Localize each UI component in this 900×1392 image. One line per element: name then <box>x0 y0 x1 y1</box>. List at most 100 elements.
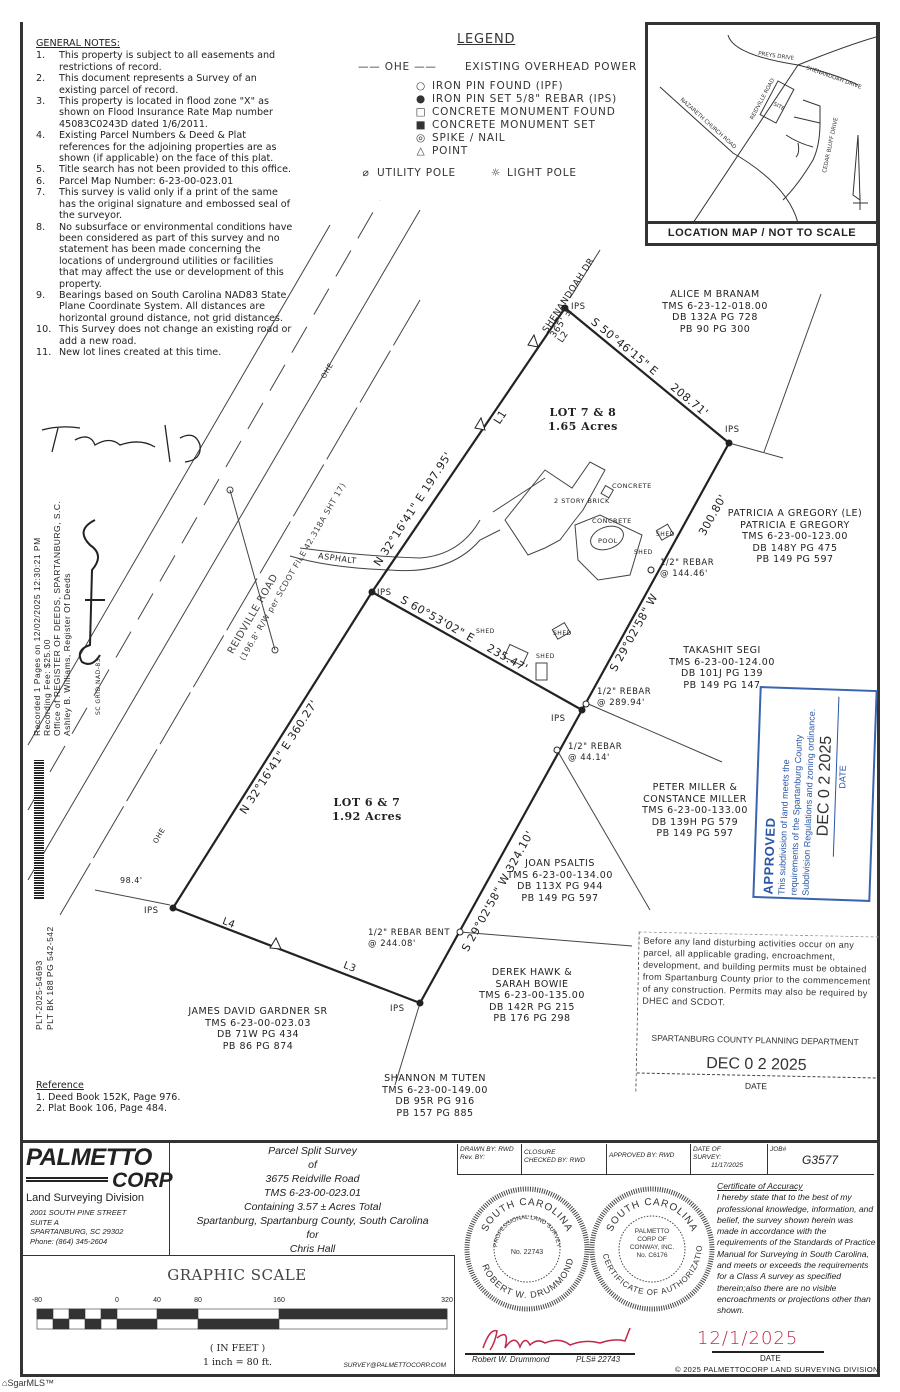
surveyor-name: Robert W. Drummond <box>472 1355 550 1364</box>
legend-item: ☼LIGHT POLE <box>485 167 577 179</box>
ips-label: IPS <box>144 906 159 916</box>
planning-dept: SPARTANBURG COUNTY PLANNING DEPARTMENT <box>651 1032 859 1048</box>
seal-number: No. 22743 <box>511 1249 543 1256</box>
iron-pin-set-icon <box>368 588 376 596</box>
owner-record: DB 95R PG 916 <box>395 1096 475 1107</box>
planning-date-label: DATE <box>744 1080 768 1092</box>
note-item: 8.No subsurface or environmental conditi… <box>36 221 293 290</box>
note-item: 4.Existing Parcel Numbers & Deed & Plat … <box>36 130 277 165</box>
approved-by-cell: APPROVED BY: RWD <box>607 1144 691 1174</box>
owner-record: TMS 6-23-00-123.00 <box>742 531 848 542</box>
company-logo: PALMETTO <box>26 1144 152 1171</box>
owner-record: DB 132A PG 728 <box>672 312 758 323</box>
note-item: 3.This property is located in flood zone… <box>36 96 273 130</box>
shed-label: SHED <box>553 630 572 637</box>
map-label-site: SITE <box>772 101 786 112</box>
seal2-center-text: PALMETTO <box>635 1228 669 1235</box>
date-of-survey-cell: DATE OF SURVEY:11/17/2025 <box>691 1144 768 1174</box>
owner-name: DEREK HAWK & <box>491 967 573 978</box>
location-map-roads: PREYS DRIVE SHENANDOAH DRIVE REIDVILLE R… <box>659 34 876 223</box>
ips-label: IPS <box>390 1004 405 1014</box>
company-division: Land Surveying Division <box>26 1192 145 1204</box>
legend-symbol-icon: ■ <box>415 119 427 131</box>
iron-pin-found-icon <box>647 566 655 574</box>
seal2-center-text: No. C6176 <box>636 1252 667 1259</box>
owner-name: JOAN PSALTIS <box>525 858 595 869</box>
owner-record: DB 148Y PG 475 <box>752 542 838 554</box>
boundary-west-upper <box>371 307 566 593</box>
adjoining-line <box>394 1002 421 1086</box>
concrete-pad-outline <box>574 514 643 581</box>
iron-pin-found-icon <box>582 700 590 708</box>
owner-record: DB 71W PG 434 <box>216 1029 300 1040</box>
planning-text: Before any land disturbing activities oc… <box>642 935 871 1008</box>
svg-text:ROBERT W. DRUMMOND: ROBERT W. DRUMMOND <box>480 1256 575 1300</box>
overhead-power-line <box>59 299 421 916</box>
signature-date-label: DATE <box>760 1354 781 1363</box>
legend-symbol-icon: ☼ <box>490 167 502 179</box>
scale-tick-label: 160 <box>273 1297 285 1304</box>
note-item: 11.New lot lines created at this time. <box>36 346 222 358</box>
concrete-label: CONCRETE <box>612 482 652 490</box>
reference-item: 2. Plat Book 106, Page 484. <box>36 1103 168 1114</box>
note-item: 2.This document represents a Survey of a… <box>36 73 257 96</box>
legend-symbol-icon: △ <box>416 145 426 157</box>
boundary-lot-split <box>371 591 583 711</box>
guy-wire-line <box>229 489 276 651</box>
rebar-label: 1/2" REBAR@ 144.46' <box>660 558 715 579</box>
shed-outline <box>503 643 529 667</box>
iron-pin-set-icon <box>578 706 586 714</box>
boundary-west-lower <box>172 591 373 909</box>
drawing-frame <box>20 22 880 1377</box>
location-map-caption: LOCATION MAP / NOT TO SCALE <box>648 221 876 243</box>
adjoining-line <box>585 702 723 763</box>
offset-distance-label: 98.4' <box>120 876 143 885</box>
owner-record: PB 149 PG 597 <box>756 554 834 565</box>
boundary-east-lower <box>419 709 583 1004</box>
road-right-of-way-line <box>27 209 421 881</box>
shed-label: SHED <box>476 628 495 635</box>
owner-record: TMS 6-23-00-134.00 <box>507 869 613 881</box>
seal-name-text: ROBERT W. DRUMMOND <box>480 1256 574 1300</box>
owner-record: PB 149 PG 597 <box>656 828 734 839</box>
owner-record: PB 176 PG 298 <box>493 1013 571 1024</box>
surveyor-seals: SOUTH CAROLINA PROFESSIONAL LAND SURVEYO… <box>462 1183 715 1312</box>
shed-outline <box>535 662 548 681</box>
adjoining-line <box>763 293 822 453</box>
certificate-title: Certificate of Accuracy <box>717 1181 803 1191</box>
general-notes: GENERAL NOTES: 1.This property is subjec… <box>36 38 294 358</box>
scale-tick-label: 40 <box>153 1297 161 1304</box>
barcode <box>34 760 44 900</box>
shed-label: SHED <box>536 653 555 660</box>
surveyor-signature <box>482 1327 631 1351</box>
owner-record: TMS 6-23-00-124.00 <box>669 656 775 668</box>
ips-label: IPS <box>571 302 586 312</box>
certificate-of-accuracy: Certificate of Accuracy I hereby state t… <box>717 1181 877 1317</box>
concrete-monument-icon <box>600 484 615 499</box>
legend-item: □CONCRETE MONUMENT FOUND <box>410 106 616 118</box>
road-edge-line <box>27 224 331 746</box>
company-logo-corp: CORP <box>112 1169 173 1192</box>
owner-record: DB 113X PG 944 <box>517 881 603 892</box>
shed-outline <box>655 523 674 541</box>
legend-symbol-icon: ⌀ <box>362 167 370 179</box>
legend-symbol-icon: ◎ <box>416 132 426 144</box>
plat-book-page: PLT BK 188 PG 542-542 <box>45 926 55 1030</box>
recording-line: Office of REGISTER OF DEEDS, SPARTANBURG… <box>52 500 62 736</box>
house-outline <box>504 461 606 556</box>
owner-name: SHANNON M TUTEN <box>384 1073 486 1084</box>
note-item: 6.Parcel Map Number: 6-23-00-023.01 <box>36 175 234 187</box>
legend-symbol-icon: □ <box>415 106 427 118</box>
owner-name: TAKASHIT SEGI <box>683 645 761 656</box>
legend-item: ●IRON PIN SET 5/8" REBAR (IPS) <box>410 93 617 105</box>
point-icon <box>269 936 282 950</box>
owner-record: DB 101J PG 139 <box>680 668 764 679</box>
concrete-label: CONCRETE <box>592 517 632 525</box>
recording-line: Recording Fee: $25.00 <box>42 639 52 736</box>
legend-title: LEGEND <box>457 32 516 47</box>
job-number-cell: JOB#G3577 <box>770 1146 839 1167</box>
